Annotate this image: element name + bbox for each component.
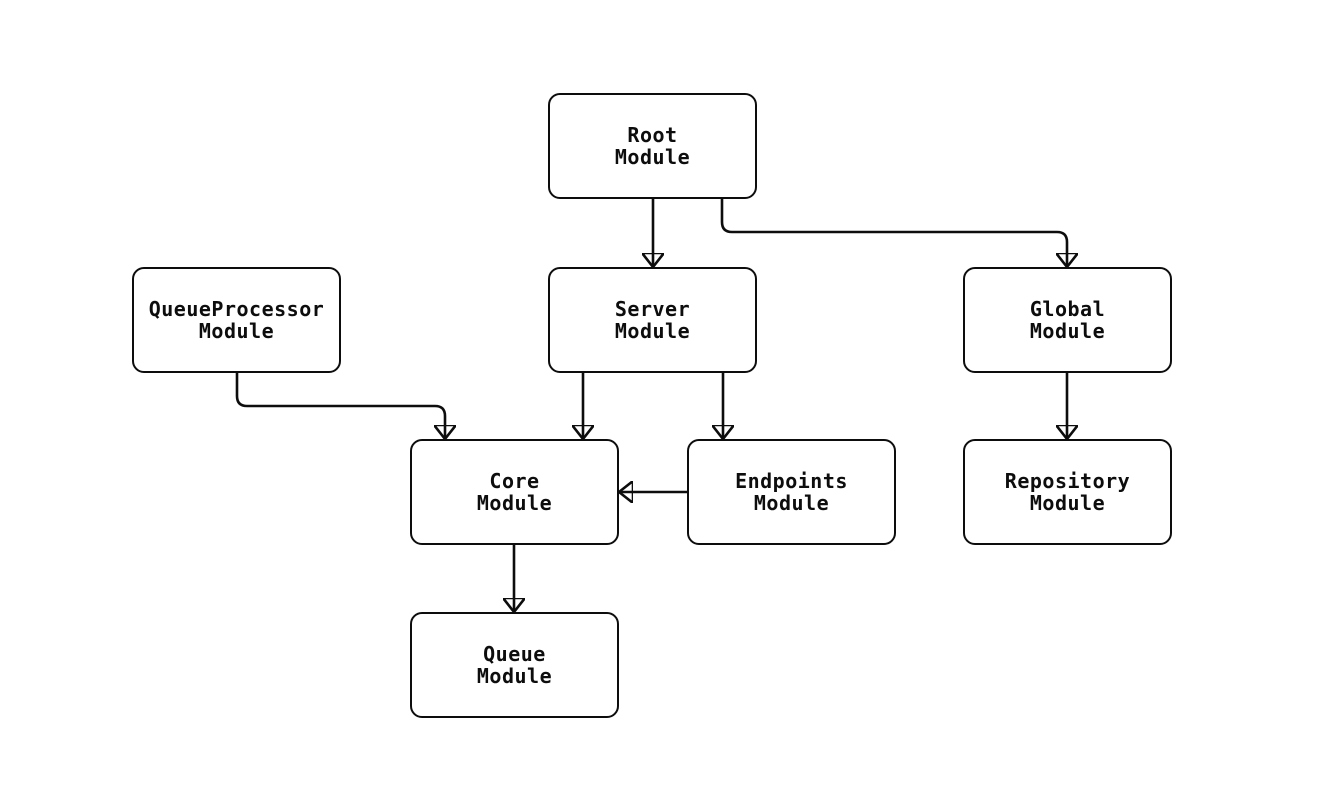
node-queueprocessor-module: QueueProcessor Module (132, 267, 341, 373)
node-repository-module: Repository Module (963, 439, 1172, 545)
node-core-module: Core Module (410, 439, 619, 545)
node-global-module: Global Module (963, 267, 1172, 373)
node-server-module: Server Module (548, 267, 757, 373)
node-root-module: Root Module (548, 93, 757, 199)
edge-queueprocessor-to-core (235, 372, 445, 438)
node-endpoints-module: Endpoints Module (687, 439, 896, 545)
edge-root-to-global (720, 198, 1067, 266)
node-queue-module: Queue Module (410, 612, 619, 718)
